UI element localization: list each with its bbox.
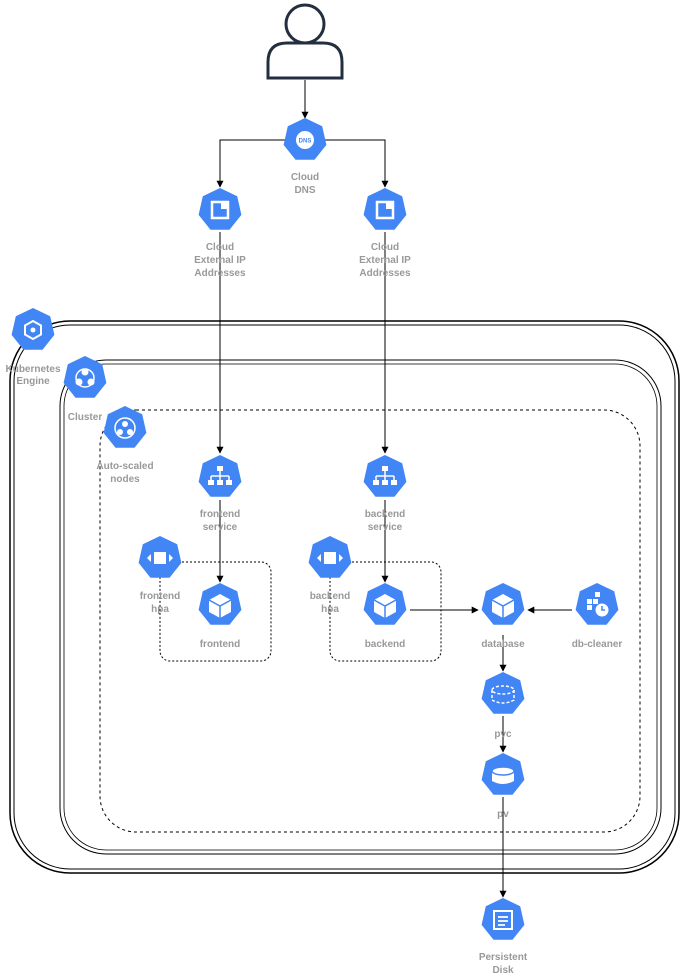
backend-service-label: backend — [365, 509, 406, 520]
frontend-label: frontend — [200, 639, 241, 650]
frontend-hpa-label: hpa — [151, 604, 169, 615]
cluster-icon — [63, 356, 107, 398]
service-icon — [198, 455, 242, 497]
persistent-disk-icon — [481, 898, 525, 940]
dns-icon: DNS — [283, 118, 327, 160]
pv-icon — [481, 753, 525, 795]
gke-label: Kubernetes — [5, 364, 60, 375]
ip-left-label: Cloud — [206, 242, 234, 253]
backend-hpa-label: backend — [310, 591, 351, 602]
backend-label: backend — [365, 639, 406, 650]
edge-dns-ip-right — [325, 139, 389, 188]
hpa-icon — [308, 536, 352, 578]
kubernetes-engine-boundary — [9, 320, 680, 874]
pod-icon — [198, 583, 242, 625]
service-icon — [363, 455, 407, 497]
kubernetes-engine-icon — [11, 308, 55, 350]
disk-label: Disk — [492, 965, 514, 974]
pod-icon — [481, 583, 525, 625]
cluster-boundary — [59, 359, 662, 855]
frontend-service-label: frontend — [200, 509, 241, 520]
edge-dns-ip-left — [216, 139, 285, 188]
pod-icon — [363, 583, 407, 625]
external-ip-icon — [198, 188, 242, 230]
backend-hpa-label: hpa — [321, 604, 339, 615]
node-pool-icon — [103, 406, 147, 448]
frontend-hpa-label: frontend — [140, 591, 181, 602]
svg-text:DNS: DNS — [299, 139, 312, 145]
frontend-service-label: service — [203, 522, 238, 533]
dns-label: Cloud — [291, 172, 319, 183]
disk-label: Persistent — [479, 952, 528, 963]
ip-right-label: Addresses — [359, 268, 411, 279]
backend-service-label: service — [368, 522, 403, 533]
gke-label: Engine — [16, 376, 50, 387]
pvc-icon — [481, 672, 525, 714]
hpa-icon — [138, 536, 182, 578]
ip-right-label: Cloud — [371, 242, 399, 253]
database-label: database — [481, 639, 525, 650]
db-cleaner-label: db-cleaner — [572, 639, 623, 650]
user-icon — [266, 3, 344, 80]
ip-left-label: External IP — [194, 255, 246, 266]
nodes-label: nodes — [110, 474, 140, 485]
pv-label: pv — [497, 809, 509, 820]
frontend-hpa-group — [159, 561, 272, 662]
ip-right-label: External IP — [359, 255, 411, 266]
nodes-label: Auto-scaled — [96, 461, 153, 472]
cluster-label: Cluster — [68, 412, 103, 423]
auto-scaled-nodes-boundary — [99, 409, 641, 833]
external-ip-icon — [363, 188, 407, 230]
pvc-label: pvc — [494, 729, 512, 740]
dns-label: DNS — [294, 185, 315, 196]
cronjob-icon — [575, 583, 619, 625]
ip-left-label: Addresses — [194, 268, 246, 279]
